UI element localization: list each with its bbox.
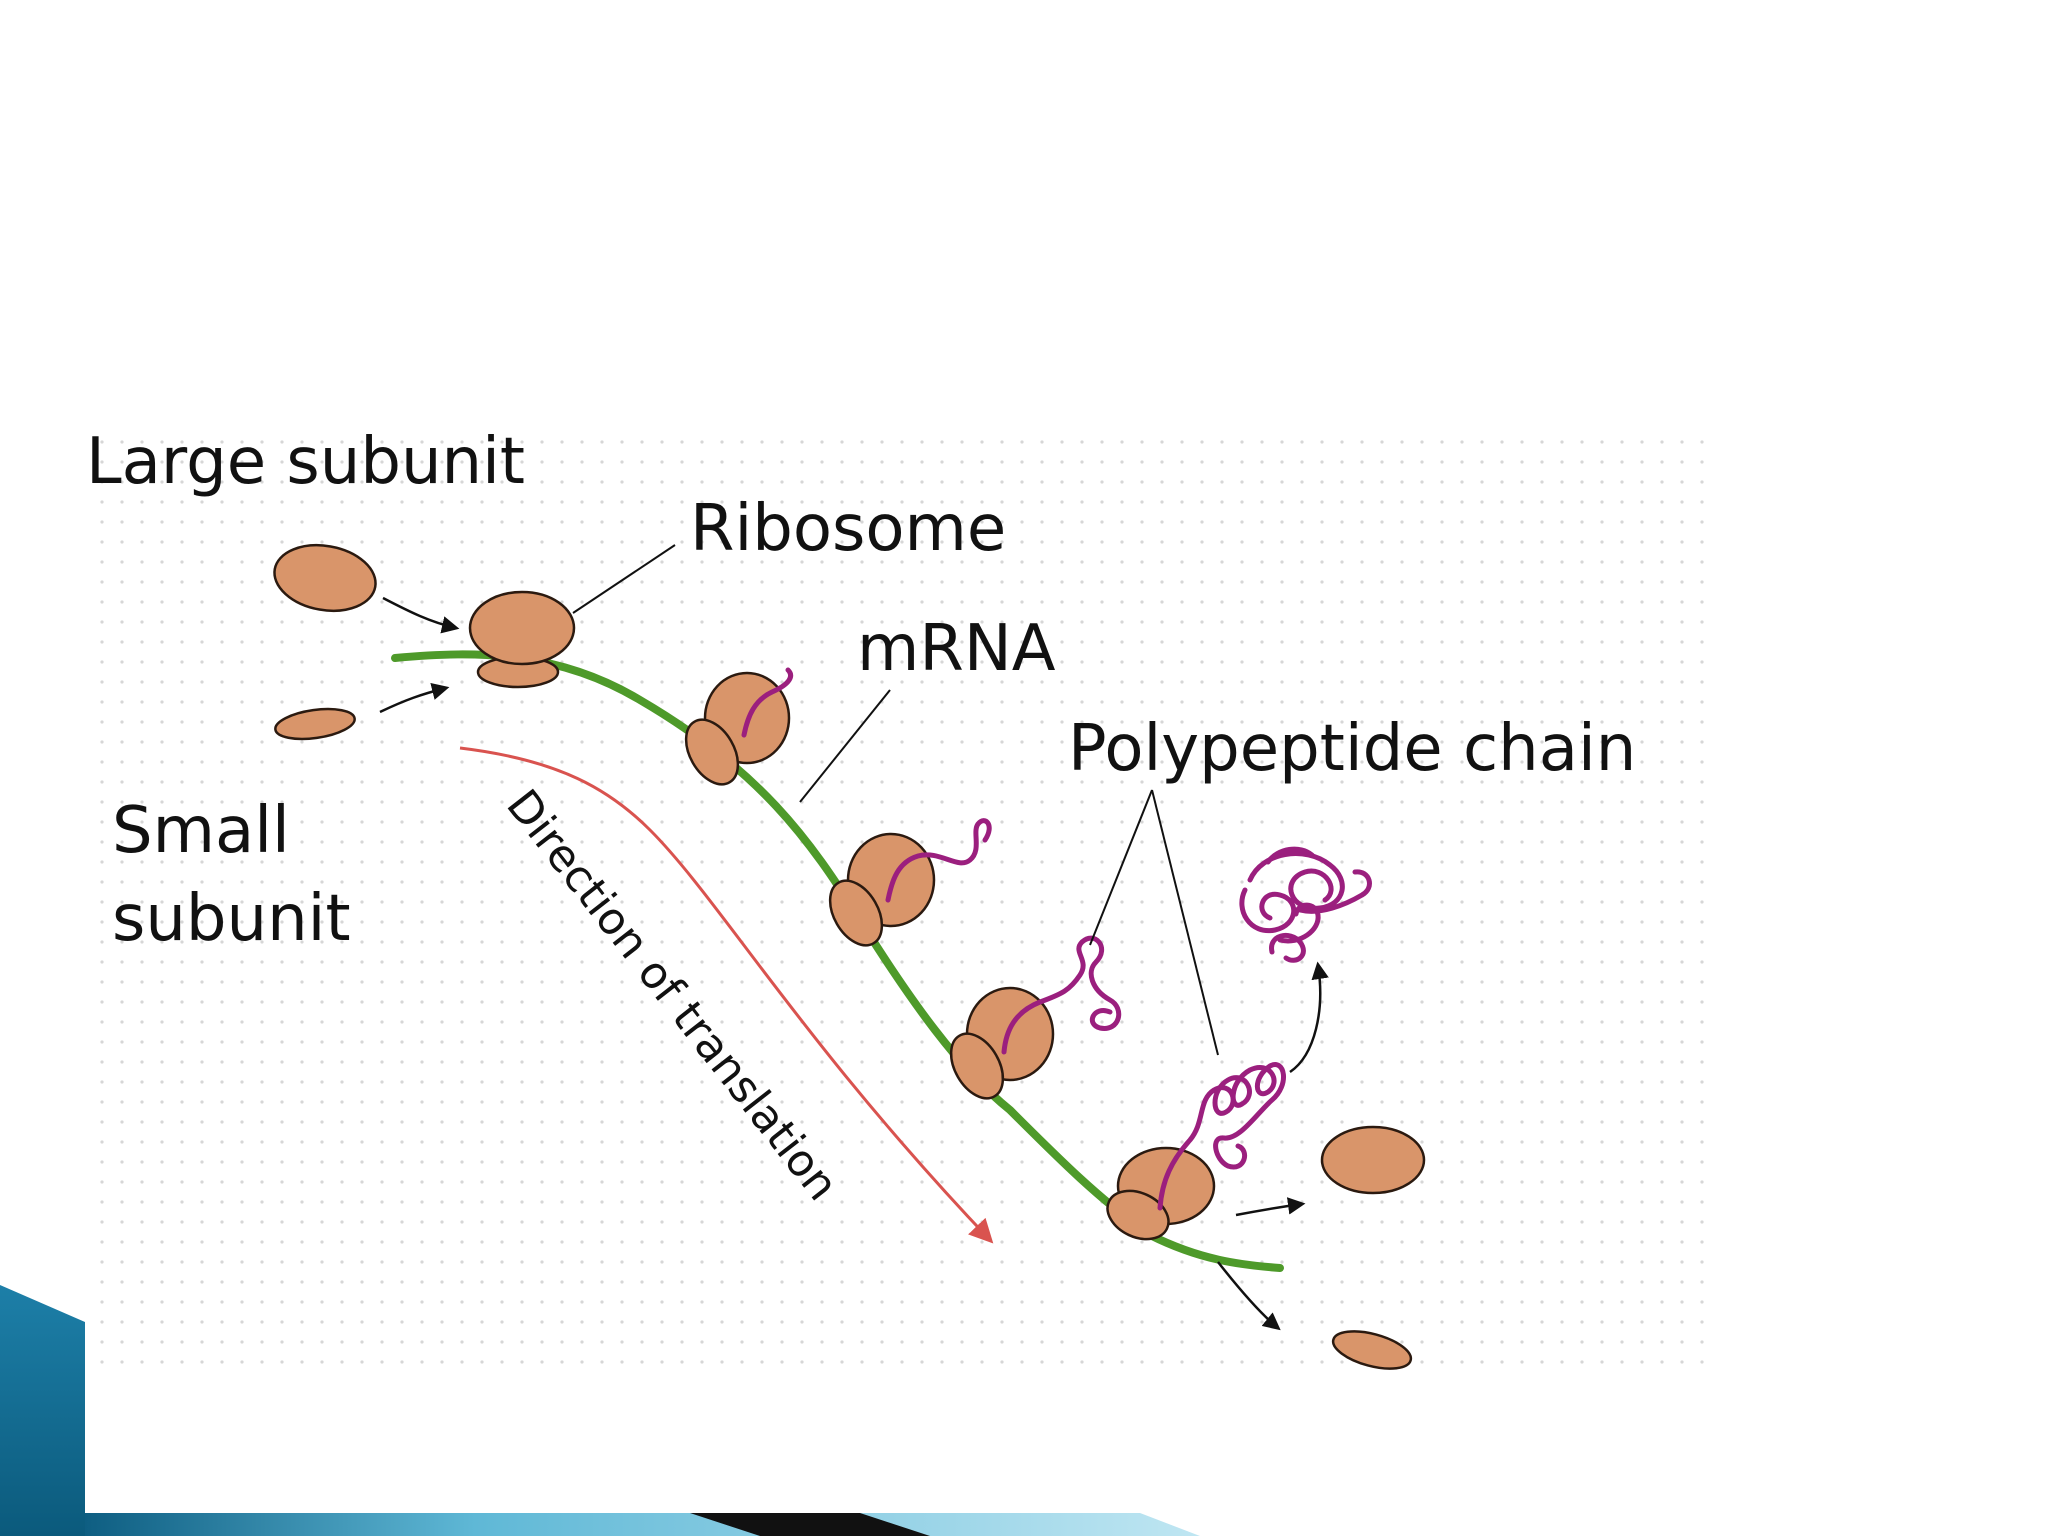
ribosome-label: Ribosome bbox=[690, 492, 1007, 566]
bottom-bar-dark-wedge bbox=[690, 1513, 930, 1536]
polypeptide-chain-4 bbox=[1157, 1062, 1286, 1211]
bottom-bar-decoration bbox=[85, 1513, 1200, 1536]
polypeptide-chain-label: Polypeptide chain bbox=[1068, 712, 1637, 786]
large-subunit bbox=[273, 544, 377, 612]
ribosome-leader-line bbox=[572, 544, 676, 614]
small-subunit-label-line1: Small bbox=[112, 794, 290, 868]
ribosome-5-small-subunit bbox=[1106, 1189, 1170, 1241]
release-arrow-protein bbox=[1289, 961, 1329, 1074]
mrna-leader-line bbox=[799, 689, 891, 803]
polypeptide-chain-3 bbox=[1001, 935, 1122, 1055]
ribosome-4-small-subunit bbox=[949, 1032, 1005, 1100]
released-small-subunit bbox=[1331, 1330, 1413, 1370]
polypeptide-leader-line-2 bbox=[1151, 789, 1219, 1056]
folded-protein bbox=[1239, 846, 1372, 963]
assembly-arrow-top bbox=[382, 596, 460, 634]
polypeptide-chain-2 bbox=[885, 818, 992, 903]
ribosome-1-large-subunit bbox=[468, 590, 576, 666]
small-subunit-label: Small subunit bbox=[112, 787, 351, 963]
small-subunit-label-line2: subunit bbox=[112, 882, 351, 956]
small-subunit bbox=[274, 707, 356, 741]
release-arrow-small bbox=[1217, 1261, 1281, 1331]
released-large-subunit bbox=[1320, 1125, 1426, 1195]
direction-arrow bbox=[459, 746, 994, 1244]
mrna-label: mRNA bbox=[857, 612, 1056, 686]
corner-decoration bbox=[0, 1285, 85, 1536]
assembly-arrow-bottom bbox=[379, 682, 450, 714]
polypeptide-chain-1 bbox=[741, 667, 794, 738]
ribosome-3-small-subunit bbox=[828, 879, 884, 947]
release-arrow-large bbox=[1235, 1197, 1306, 1217]
large-subunit-label: Large subunit bbox=[86, 425, 525, 499]
polypeptide-leader-line-1 bbox=[1089, 789, 1153, 946]
ribosome-2-small-subunit bbox=[684, 718, 740, 786]
